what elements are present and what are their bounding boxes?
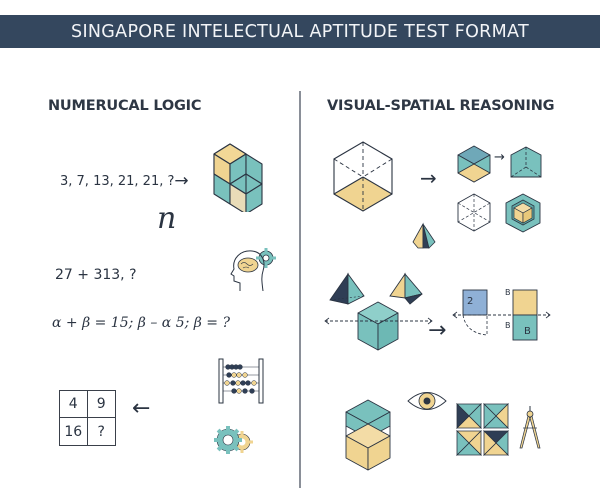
grid-cell: 16 bbox=[60, 418, 88, 445]
symbol-n: n bbox=[157, 201, 177, 236]
abacus-icon bbox=[218, 358, 264, 404]
teal-cube-icon bbox=[324, 301, 433, 351]
number-sequence: 3, 7, 13, 21, 21, ?→ bbox=[60, 171, 189, 191]
transform-arrow-icon: → bbox=[420, 166, 437, 190]
wireframe-cube-icon bbox=[333, 141, 393, 212]
addition-problem: 27 + 313, ? bbox=[55, 267, 137, 283]
number-grid: 4 9 16 ? bbox=[59, 390, 116, 446]
head-brain-gear-icon bbox=[230, 248, 276, 292]
pattern-squares-icon bbox=[456, 403, 509, 456]
visual-spatial-heading: VISUAL-SPATIAL REASONING bbox=[327, 98, 555, 114]
grid-cell: 9 bbox=[87, 391, 115, 418]
small-arrow-icon: → bbox=[494, 150, 505, 165]
nested-cube-icon bbox=[505, 193, 541, 233]
stacked-cubes-icon bbox=[213, 143, 263, 212]
fold-label-square: 2 bbox=[467, 296, 474, 307]
grid-arrow-icon: ← bbox=[132, 396, 151, 421]
grid-cell: ? bbox=[97, 423, 105, 440]
page-title: SINGAPORE INTELECTUAL APTITUDE TEST FORM… bbox=[71, 21, 529, 42]
stacked-cube-icon bbox=[345, 399, 391, 471]
wireframe-hex-icon bbox=[457, 193, 491, 232]
hex-cube-icon bbox=[457, 145, 491, 183]
pyramid-icon bbox=[412, 222, 436, 249]
tetrahedron-dark-icon bbox=[329, 272, 365, 305]
eye-icon bbox=[407, 392, 447, 410]
tetrahedron-sand-icon bbox=[389, 272, 423, 305]
sequence-arrow-icon: → bbox=[174, 171, 189, 191]
fold-square-icon bbox=[452, 289, 551, 341]
fold-arrow-icon: → bbox=[428, 318, 447, 343]
column-divider bbox=[299, 91, 301, 488]
numerical-logic-heading: NUMERUCAL LOGIC bbox=[48, 98, 202, 114]
fold-label-mid: B bbox=[505, 321, 511, 330]
fold-label-top: B bbox=[505, 288, 511, 297]
compass-icon bbox=[519, 406, 541, 449]
greek-equation: α + β = 15; β – α 5; β = ? bbox=[52, 315, 230, 331]
fold-label-bottom: B bbox=[524, 326, 531, 337]
prism-icon bbox=[510, 146, 542, 178]
grid-cell: 4 bbox=[60, 391, 88, 418]
gears-icon bbox=[214, 426, 253, 454]
title-banner: SINGAPORE INTELECTUAL APTITUDE TEST FORM… bbox=[0, 15, 600, 48]
